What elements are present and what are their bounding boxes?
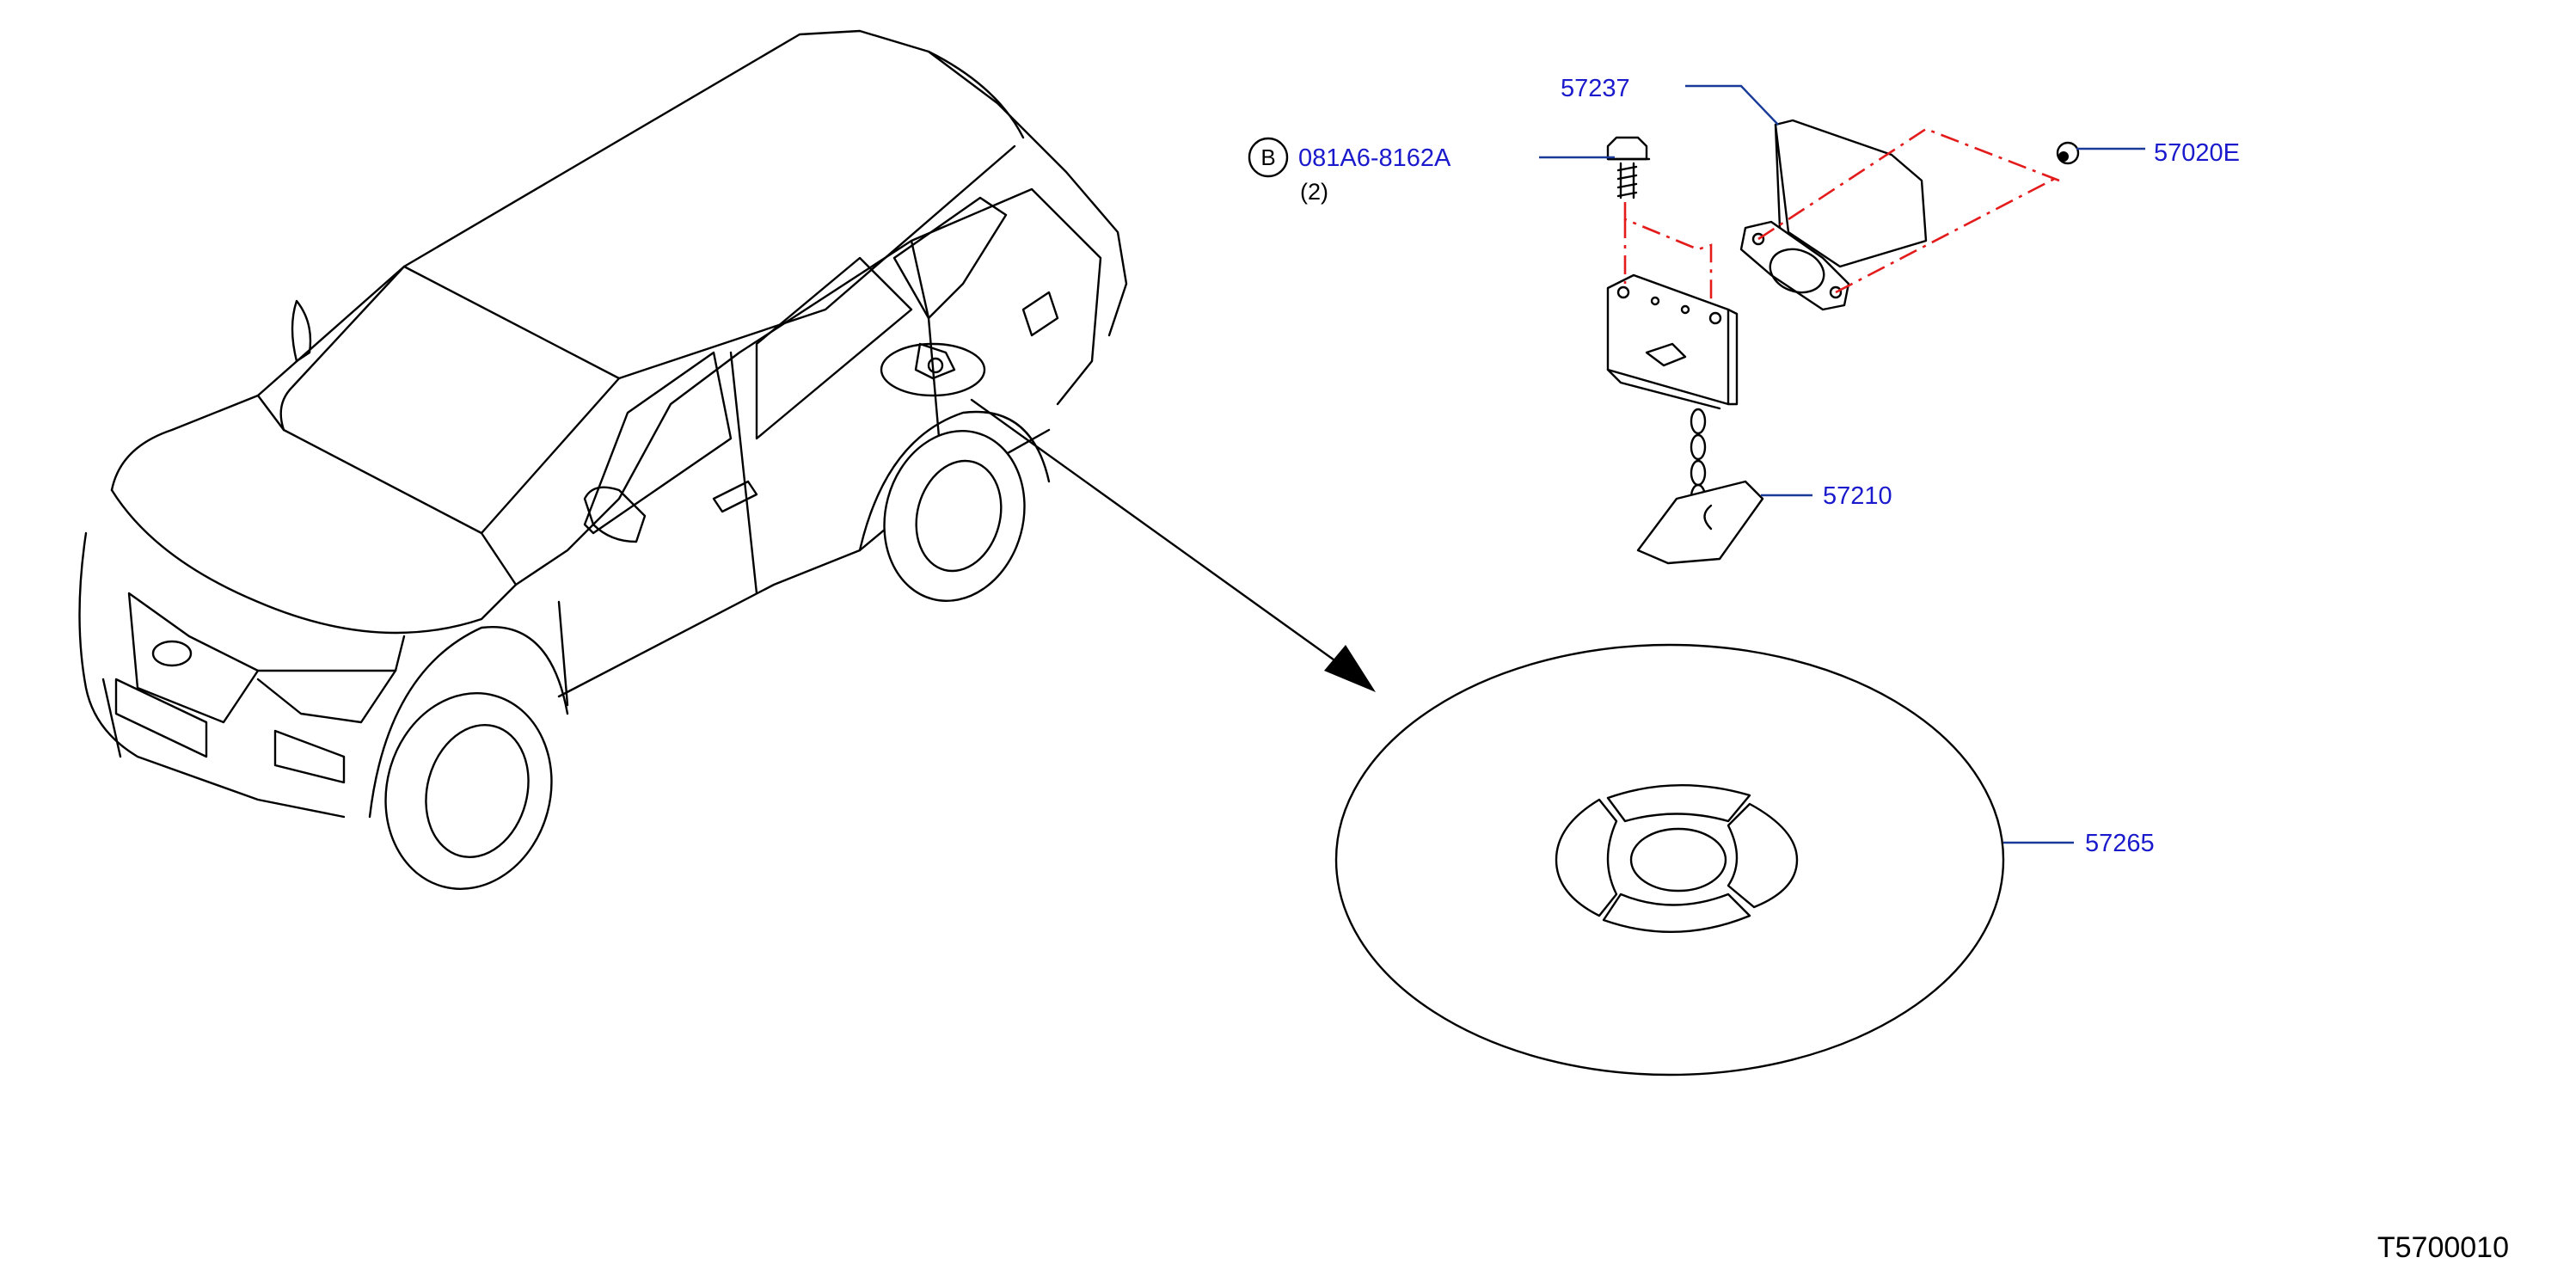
clip-icon — [2056, 141, 2080, 165]
callout-081a6-8162a[interactable]: 081A6-8162A — [1298, 144, 1451, 172]
callout-57210[interactable]: 57210 — [1823, 482, 1892, 510]
bolt-badge-letter: B — [1260, 144, 1275, 170]
hook-mount-bracket — [1606, 273, 1739, 410]
spare-tire-location-marker — [880, 342, 986, 397]
detail-arrow — [970, 398, 1376, 692]
bolt-icon — [1606, 136, 1651, 199]
callout-57237[interactable]: 57237 — [1561, 75, 1630, 102]
leader-lines — [1539, 84, 2145, 844]
hook-plate — [1636, 480, 1764, 565]
callout-57265[interactable]: 57265 — [2085, 830, 2155, 857]
spare-tire-cover — [1334, 643, 2005, 1077]
assembly-lines — [1623, 127, 2060, 305]
vehicle-illustration — [78, 29, 1128, 890]
callout-57020e[interactable]: 57020E — [2154, 139, 2240, 167]
bolt-quantity: (2) — [1300, 179, 1328, 205]
upper-bracket — [1739, 119, 1928, 311]
bolt-badge: B — [1248, 137, 1289, 178]
figure-reference: T5700010 — [2377, 1231, 2509, 1264]
